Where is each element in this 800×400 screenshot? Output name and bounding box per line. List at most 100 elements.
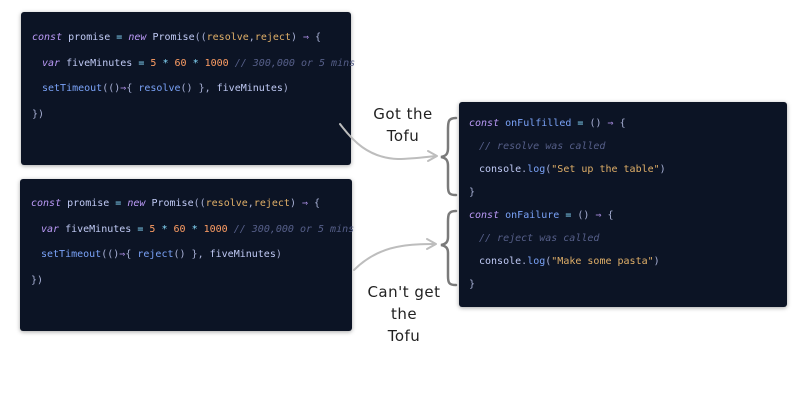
code-token: fiveMinutes [60, 57, 139, 69]
label-line: Got the [373, 105, 433, 123]
code-token: { [126, 83, 139, 94]
code-token: } [469, 279, 476, 290]
code-token: setTimeout [42, 83, 103, 94]
code-token: { [613, 118, 626, 129]
code-token: var [41, 223, 60, 235]
code-line: const onFailure = () ⇒ { [469, 210, 787, 222]
code-token: () }, [173, 249, 210, 260]
code-token: ) [290, 32, 297, 43]
code-token: ) [653, 256, 660, 267]
code-token: () [571, 210, 596, 221]
label-got-the-tofu: Got the Tofu [366, 103, 440, 147]
code-token: ⇒ [120, 83, 127, 94]
arrow-cant-get-tofu [353, 243, 436, 271]
code-token: var [42, 57, 61, 69]
code-line: // reject was called [469, 233, 787, 245]
code-token: () }, [180, 83, 217, 94]
code-token: promise [61, 198, 116, 209]
code-token: }) [31, 274, 44, 286]
code-token: ( [545, 256, 552, 267]
code-token: ) [275, 249, 282, 260]
code-token: fiveMinutes [59, 223, 138, 235]
code-token: (( [194, 32, 207, 43]
code-token: ⇒ [295, 198, 315, 209]
code-line: console.log("Make some pasta") [469, 256, 787, 268]
code-token: const [469, 118, 500, 129]
code-token: new [127, 198, 146, 209]
code-line: var fiveMinutes = 5 * 60 * 1000 // 300,0… [32, 57, 355, 70]
code-token: reject [253, 198, 290, 209]
code-line: // resolve was called [469, 141, 787, 153]
code-token: log [527, 164, 546, 175]
label-line: Tofu [386, 127, 420, 145]
code-token: . [521, 256, 528, 267]
code-token: ⇒ [607, 118, 614, 129]
code-token: 1000 [204, 57, 229, 69]
code-token: resolve [205, 198, 248, 209]
code-token: promise [62, 32, 117, 43]
code-token: // 300,000 or 5 mins [228, 57, 356, 69]
code-token: new [128, 32, 147, 43]
code-token: . [521, 164, 528, 175]
code-token: onFulfilled [499, 118, 578, 129]
code-token: const [31, 198, 62, 209]
code-token: "Make some pasta" [551, 256, 654, 267]
code-token: , [247, 198, 254, 209]
code-line: } [469, 187, 787, 199]
code-line: const promise = new Promise((resolve,rej… [32, 32, 351, 44]
code-token: reject [254, 32, 291, 43]
code-token: Promise [146, 32, 195, 43]
code-token: = [115, 198, 122, 209]
code-token: // resolve was called [479, 141, 606, 152]
code-token: console [479, 164, 522, 175]
code-token: = [116, 32, 123, 43]
code-token: // reject was called [479, 233, 600, 244]
arrow-got-tofu-head [427, 150, 438, 162]
code-token: reject [137, 249, 174, 260]
code-token: console [479, 256, 522, 267]
code-token: * [156, 57, 175, 69]
code-token: fiveMinutes [209, 249, 276, 260]
arrow-got-tofu [339, 123, 437, 161]
code-token: = [565, 210, 572, 221]
code-token: const [32, 32, 63, 43]
code-token: "Set up the table" [551, 164, 660, 175]
code-token: 60 [173, 223, 186, 235]
brace-failure [440, 209, 458, 287]
code-token: ) [282, 83, 289, 94]
code-token: = [137, 223, 144, 235]
arrow-cant-get-tofu-head [426, 238, 437, 250]
code-token: }) [32, 108, 45, 120]
code-panel-handlers: const onFulfilled = () ⇒ { // resolve wa… [459, 102, 787, 307]
code-token: (() [101, 249, 120, 260]
code-token: // 300,000 or 5 mins [227, 223, 355, 235]
code-line: }) [31, 275, 352, 287]
code-token: , [248, 32, 255, 43]
code-token: = [138, 57, 145, 69]
code-line: setTimeout(()⇒{ reject() }, fiveMinutes) [31, 249, 352, 261]
code-token: () [583, 118, 608, 129]
label-line: Can't get the [367, 283, 441, 323]
code-token: * [155, 223, 174, 235]
code-line: }) [32, 109, 351, 121]
code-token: 5 [149, 223, 156, 235]
code-token: ⇒ [296, 32, 316, 43]
code-token: 1000 [203, 223, 228, 235]
code-token: resolve [206, 32, 249, 43]
code-token: { [314, 198, 321, 209]
code-token: 5 [150, 57, 157, 69]
code-token: (( [193, 198, 206, 209]
code-line: const onFulfilled = () ⇒ { [469, 118, 787, 130]
code-token: ( [545, 164, 552, 175]
code-token: log [527, 256, 546, 267]
code-panel-resolve: const promise = new Promise((resolve,rej… [21, 12, 355, 165]
code-token: { [601, 210, 614, 221]
code-line: var fiveMinutes = 5 * 60 * 1000 // 300,0… [31, 223, 355, 236]
brace-fulfilled [440, 116, 458, 197]
code-panel-reject: const promise = new Promise((resolve,rej… [20, 179, 355, 331]
code-token: * [185, 223, 204, 235]
code-token: = [577, 118, 584, 129]
code-token: ) [659, 164, 666, 175]
code-line: console.log("Set up the table") [469, 164, 787, 176]
